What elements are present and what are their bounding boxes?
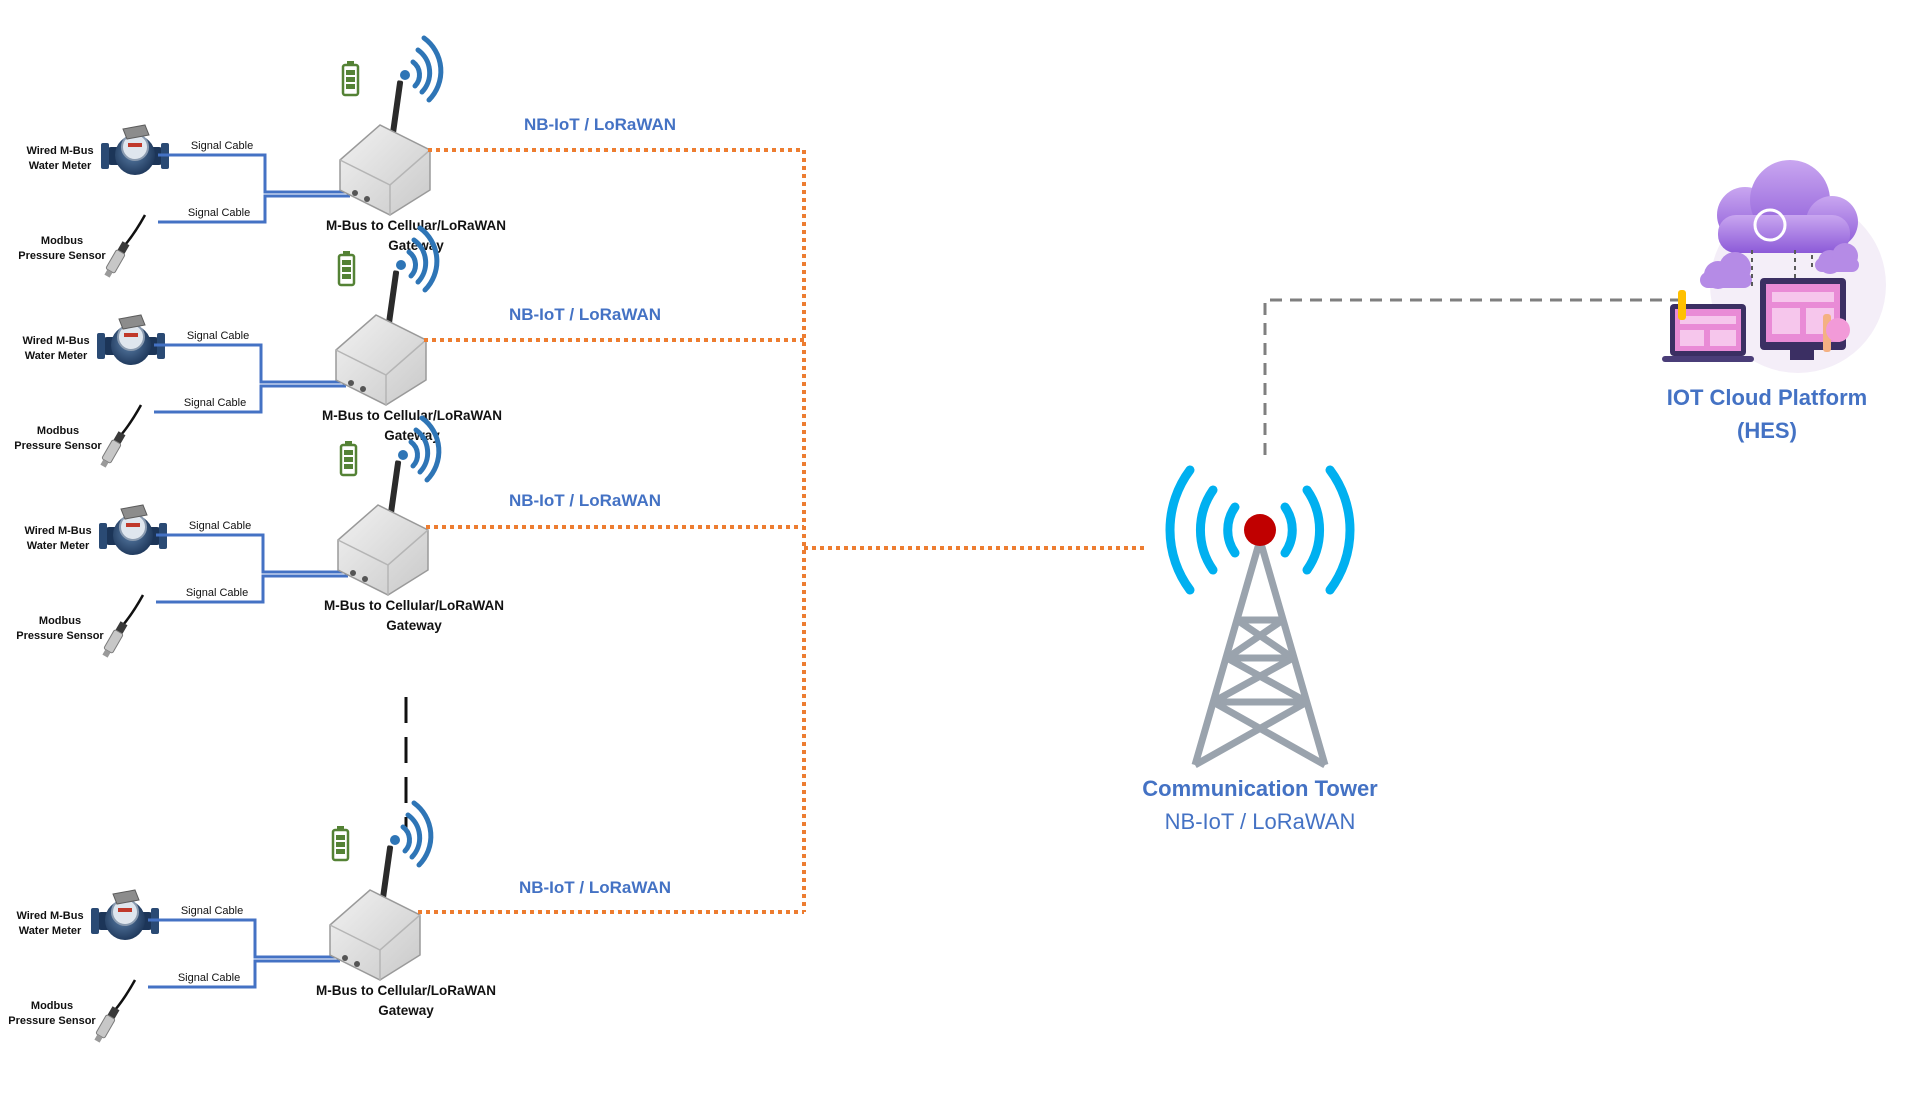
backhaul-link bbox=[1263, 298, 1680, 455]
pressure-sensor-icon bbox=[91, 978, 137, 1045]
water-meter-icon bbox=[90, 889, 160, 941]
link-label: NB-IoT / LoRaWAN bbox=[509, 305, 661, 324]
cable-label: Signal Cable bbox=[191, 140, 253, 152]
pressure-sensor-icon bbox=[101, 213, 147, 280]
pressure-sensor-icon bbox=[99, 593, 145, 660]
iot-cloud-platform: IOT Cloud Platform (HES) bbox=[1662, 160, 1886, 443]
water-meter-icon bbox=[96, 314, 166, 366]
water-meter-icon bbox=[100, 124, 170, 176]
tower-waves-icon bbox=[1165, 465, 1355, 595]
cloud-platform-icon bbox=[1662, 160, 1886, 373]
cable-label: Signal Cable bbox=[187, 330, 249, 342]
signal-cables bbox=[148, 918, 340, 989]
link-label: NB-IoT / LoRaWAN bbox=[524, 115, 676, 134]
cable-label: Signal Cable bbox=[186, 587, 248, 599]
link-label: NB-IoT / LoRaWAN bbox=[509, 491, 661, 510]
tower-beacon-icon bbox=[1244, 514, 1276, 546]
cloud-platform-subtitle: (HES) bbox=[1737, 418, 1797, 443]
tower-title: Communication Tower bbox=[1142, 776, 1378, 801]
water-meter-icon bbox=[98, 504, 168, 556]
gateway-icon bbox=[340, 38, 441, 215]
cable-label: Signal Cable bbox=[189, 520, 251, 532]
signal-cables bbox=[156, 533, 348, 604]
communication-tower: Communication Tower NB-IoT / LoRaWAN bbox=[1142, 465, 1378, 834]
pressure-sensor-icon bbox=[97, 403, 143, 470]
cable-label: Signal Cable bbox=[184, 397, 246, 409]
wireless-trunk bbox=[802, 150, 1145, 912]
cable-label: Signal Cable bbox=[188, 207, 250, 219]
gateway-icon bbox=[338, 418, 439, 595]
tower-subtitle: NB-IoT / LoRaWAN bbox=[1165, 809, 1356, 834]
signal-cables bbox=[154, 343, 346, 414]
gateway-icon bbox=[330, 803, 431, 980]
cable-label: Signal Cable bbox=[181, 905, 243, 917]
signal-cables bbox=[158, 153, 350, 224]
cloud-platform-title: IOT Cloud Platform bbox=[1667, 385, 1867, 410]
tower-structure-icon bbox=[1191, 539, 1329, 769]
link-label: NB-IoT / LoRaWAN bbox=[519, 878, 671, 897]
gateway-icon bbox=[336, 228, 437, 405]
cable-label: Signal Cable bbox=[178, 972, 240, 984]
